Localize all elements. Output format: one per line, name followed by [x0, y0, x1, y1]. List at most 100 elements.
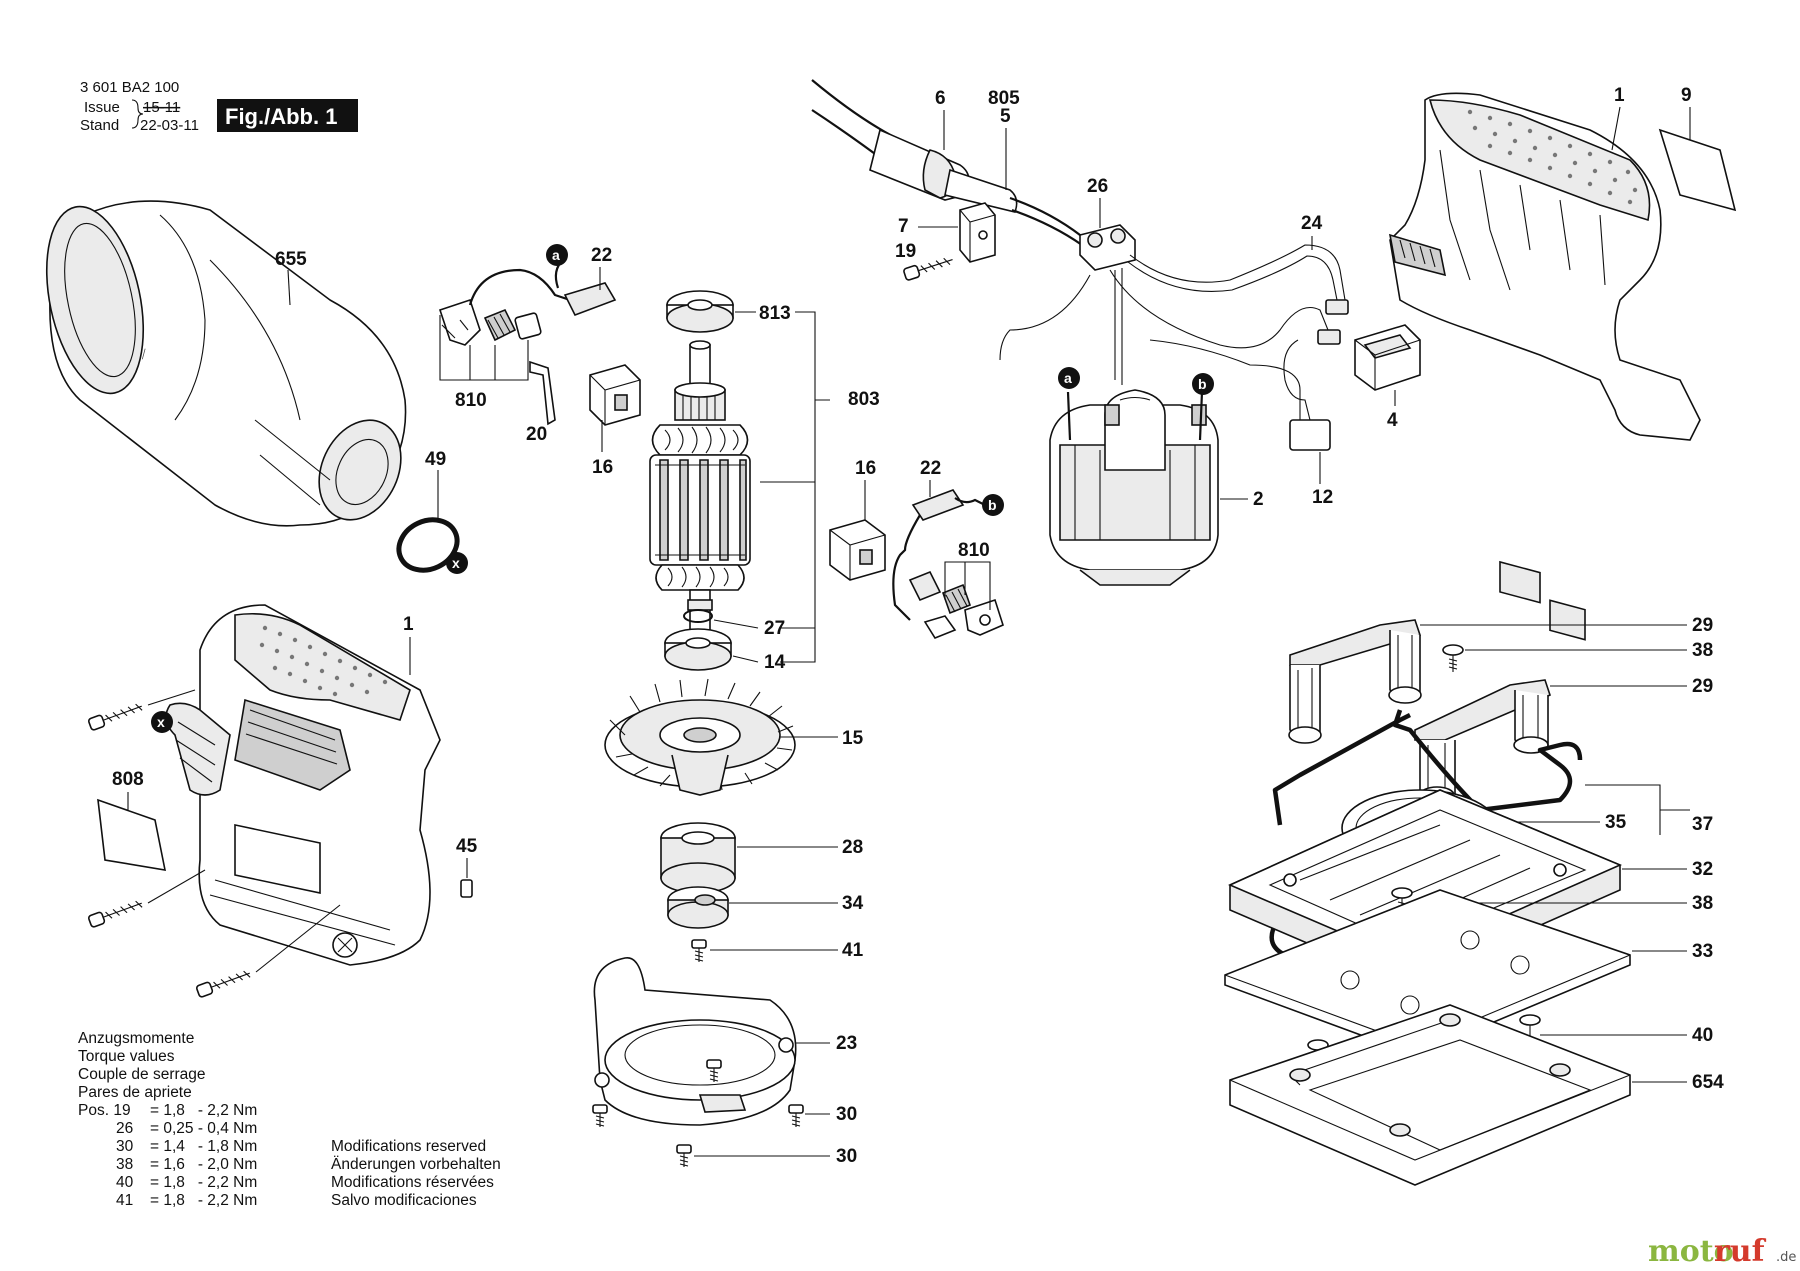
label-33: 33 — [1692, 941, 1713, 962]
issue-label: Issue — [84, 99, 120, 116]
label-38-b: 38 — [1692, 893, 1713, 914]
label-22-mid: 22 — [920, 458, 941, 479]
label-49: 49 — [425, 449, 446, 470]
callout-a-coil — [1058, 367, 1080, 389]
label-15: 15 — [842, 728, 864, 749]
part-6-cable — [811, 79, 1018, 213]
part-1-housing-left — [165, 604, 441, 966]
modifications-en: Modifications reserved — [331, 1138, 486, 1155]
part-45-pin — [460, 879, 473, 898]
label-41: 41 — [842, 940, 864, 961]
label-29-b: 29 — [1692, 676, 1713, 697]
callout-a-brush — [546, 244, 568, 266]
part-41-screw — [691, 939, 707, 962]
stand-value: 22-03-11 — [140, 117, 199, 134]
label-34: 34 — [842, 893, 864, 914]
label-37: 37 — [1692, 814, 1713, 835]
callout-b-coil — [1192, 373, 1214, 395]
label-655: 655 — [275, 249, 307, 270]
torque-row-pos: 26 — [116, 1120, 133, 1137]
callout-b-brush-label: b — [988, 497, 997, 513]
label-805: 805 — [988, 88, 1020, 109]
part-19-screw — [903, 257, 953, 281]
label-813: 813 — [759, 303, 791, 324]
label-30-a: 30 — [836, 1104, 857, 1125]
part-34-eccentric — [667, 886, 729, 929]
label-40: 40 — [1692, 1025, 1713, 1046]
label-45: 45 — [456, 836, 478, 857]
label-27: 27 — [764, 618, 785, 639]
label-5: 5 — [1000, 106, 1011, 127]
part-26-terminal — [1079, 224, 1136, 271]
torque-row-value: = 1,6 - 2,0 Nm — [150, 1156, 257, 1173]
figure-badge — [217, 99, 358, 132]
part-654-base — [1229, 1004, 1631, 1186]
label-38-a: 38 — [1692, 640, 1713, 661]
part-49-o-ring — [396, 517, 460, 573]
label-22-top: 22 — [591, 245, 612, 266]
leader-14 — [732, 655, 759, 663]
torque-row-pos: Pos. 19 — [78, 1102, 131, 1119]
part-15-fan — [604, 678, 796, 796]
part-4-switch — [1354, 324, 1421, 391]
part-24-wiring — [999, 244, 1349, 451]
label-20: 20 — [526, 424, 547, 445]
label-12: 12 — [1312, 487, 1333, 508]
label-29-a: 29 — [1692, 615, 1713, 636]
part-23-fan-guard — [593, 957, 797, 1126]
callout-x-housing-label: x — [157, 714, 165, 730]
callout-a-brush-label: a — [552, 247, 560, 263]
part-1-housing-right — [1388, 92, 1701, 641]
part-2-field-coil — [1049, 389, 1219, 586]
label-1-right: 1 — [1614, 85, 1625, 106]
label-810-mid: 810 — [958, 540, 990, 561]
watermark-suffix: .de — [1776, 1250, 1796, 1265]
stand-label: Stand — [80, 117, 119, 134]
callout-x-ring-label: x — [452, 555, 460, 571]
label-30-b: 30 — [836, 1146, 857, 1167]
label-14: 14 — [764, 652, 786, 673]
part-655-brand-mark: — — [136, 347, 150, 361]
part-808-label — [97, 798, 167, 871]
part-30-screws — [592, 1059, 804, 1167]
modifications-fr: Modifications réservées — [331, 1174, 494, 1191]
torque-line-de: Anzugsmomente — [78, 1030, 194, 1047]
label-26: 26 — [1087, 176, 1108, 197]
leader-1-right — [1611, 106, 1621, 151]
label-16-mid: 16 — [855, 458, 876, 479]
torque-line-es: Pares de apriete — [78, 1084, 192, 1101]
torque-row-value: = 0,25 - 0,4 Nm — [150, 1120, 257, 1137]
torque-values-block: Anzugsmomente Torque values Couple de se… — [78, 1030, 257, 1209]
label-7: 7 — [898, 216, 909, 237]
part-803-armature — [649, 290, 751, 671]
torque-row-value: = 1,8 - 2,2 Nm — [150, 1174, 257, 1191]
bracket-37 — [1585, 784, 1690, 835]
label-23: 23 — [836, 1033, 857, 1054]
leader-27 — [713, 619, 759, 629]
part-655-dust-box: — — [45, 200, 407, 527]
label-16-top: 16 — [592, 457, 613, 478]
callout-b-brush — [982, 494, 1004, 516]
callout-b-coil-label: b — [1198, 376, 1207, 392]
modifications-block: Modifications reserved Änderungen vorbeh… — [331, 1138, 501, 1209]
modifications-es: Salvo modificaciones — [331, 1192, 477, 1209]
callout-x-ring — [446, 552, 468, 574]
brush-set-top — [438, 259, 641, 426]
part-29-bracket-lower — [1414, 679, 1551, 804]
callout-x-housing — [151, 711, 173, 733]
label-808: 808 — [112, 769, 144, 790]
label-9: 9 — [1681, 85, 1692, 106]
label-35: 35 — [1605, 812, 1627, 833]
label-24: 24 — [1301, 213, 1323, 234]
label-4: 4 — [1387, 410, 1398, 431]
modifications-de: Änderungen vorbehalten — [331, 1156, 501, 1173]
header-block: 3 601 BA2 100 Issue 15-11 Stand 22-03-11… — [80, 79, 358, 134]
part-7-cable-clamp — [959, 202, 996, 263]
label-803: 803 — [848, 389, 880, 410]
housing-screws — [87, 689, 341, 998]
figure-label: Fig./Abb. 1 — [225, 104, 337, 129]
watermark-part-a: moto — [1648, 1234, 1734, 1269]
brace — [131, 99, 144, 129]
label-1-left: 1 — [403, 614, 414, 635]
